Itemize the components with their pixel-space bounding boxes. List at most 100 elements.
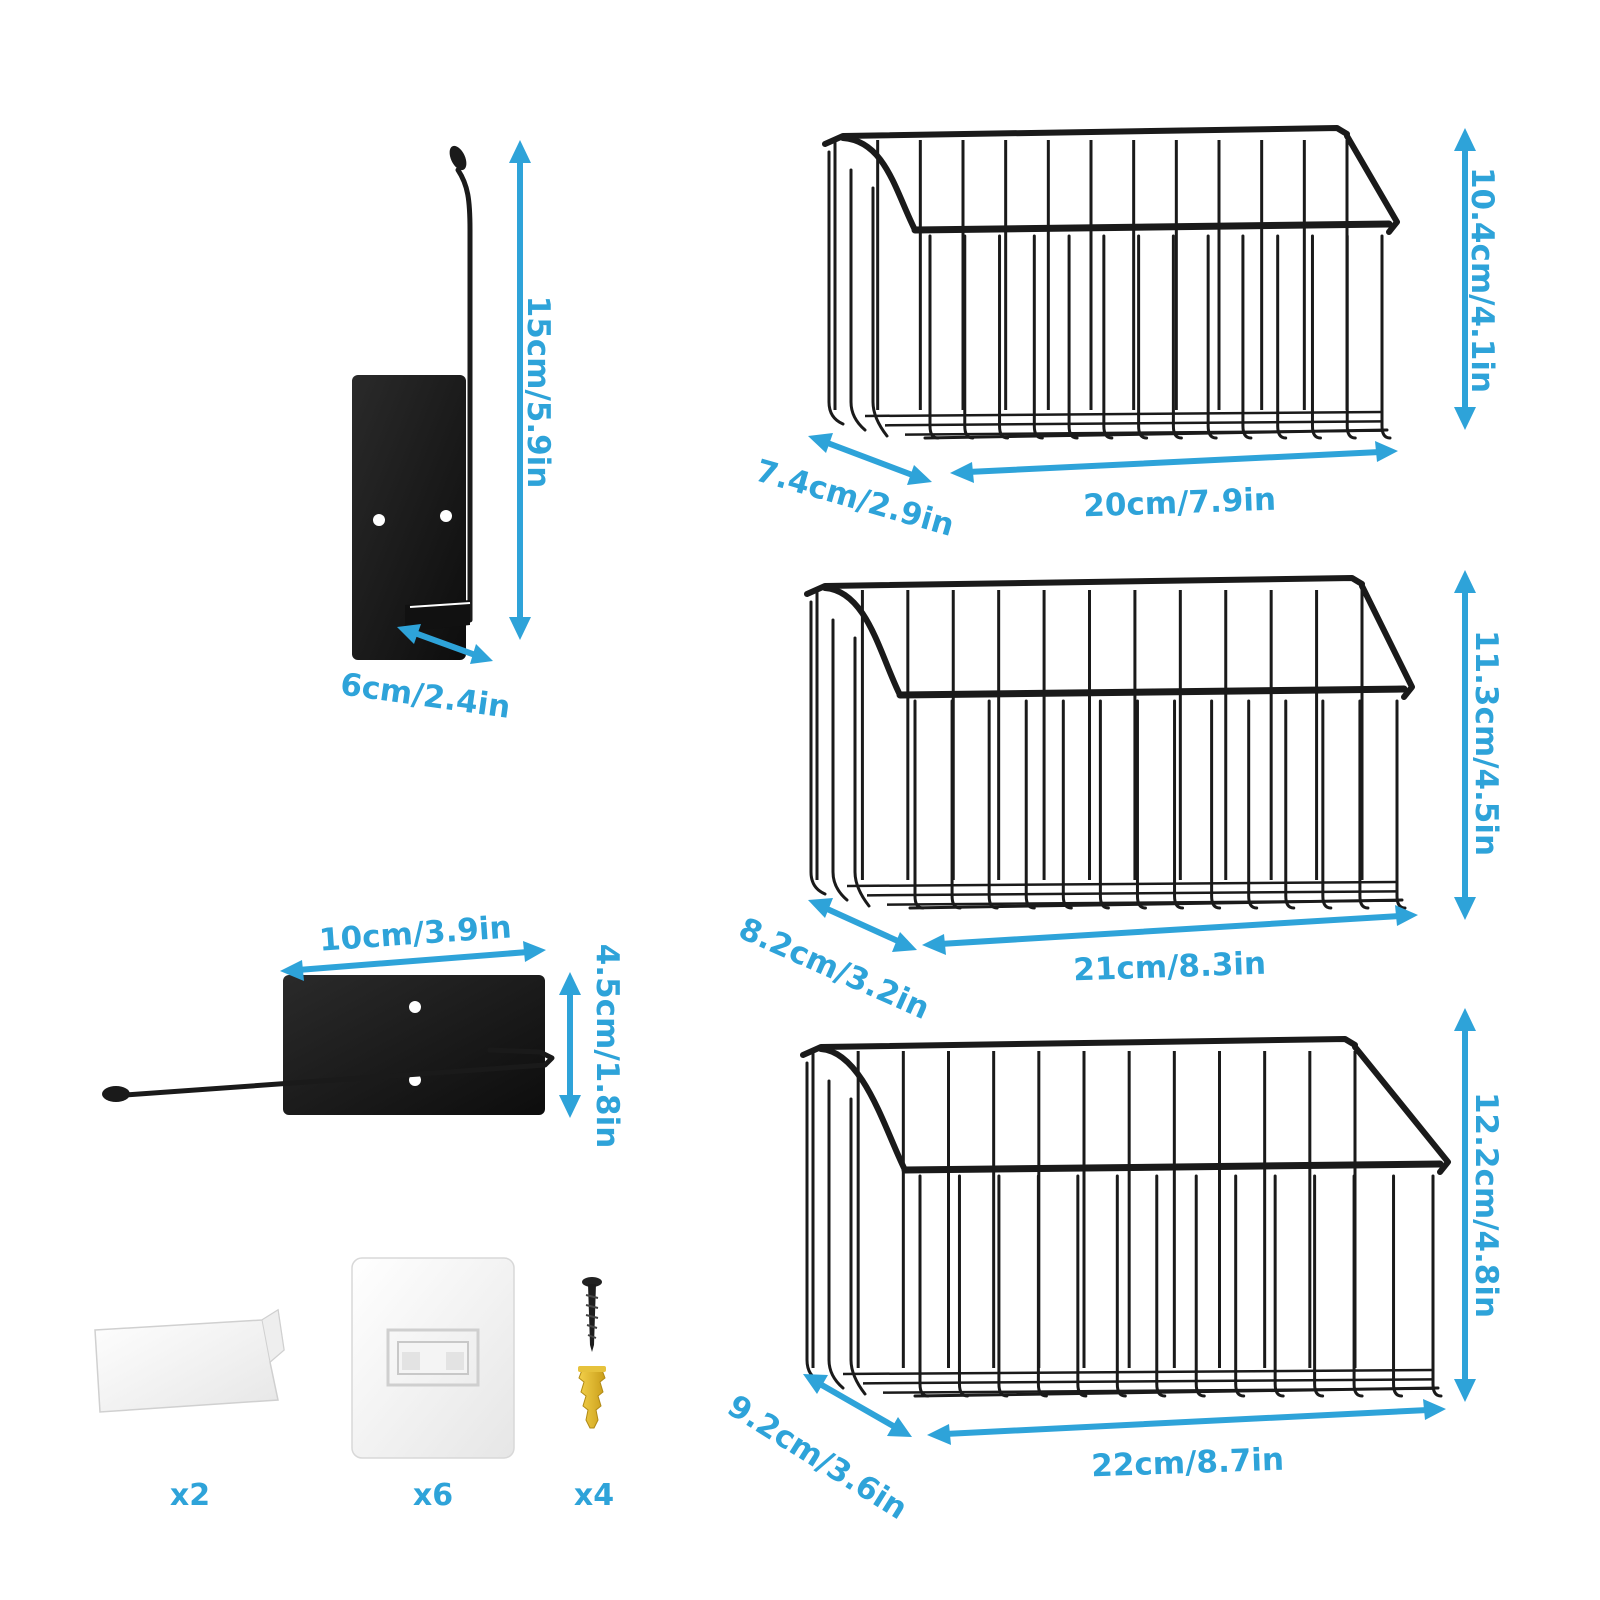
basket-1-depth-label: 7.4cm/2.9in xyxy=(751,453,958,544)
basket-front-rim xyxy=(911,220,1393,234)
basket-wire xyxy=(1210,699,1222,910)
basket-wire xyxy=(1234,1174,1246,1398)
adhesive-hook-plate-icon xyxy=(351,1257,515,1459)
hook-height-arrow xyxy=(509,140,531,640)
basket-wire xyxy=(1247,699,1259,910)
basket-side-rim xyxy=(1359,583,1415,700)
basket-wire xyxy=(1395,699,1407,910)
screw-icon xyxy=(582,1277,602,1352)
basket-2-width-arrow xyxy=(922,905,1418,955)
basket-wire xyxy=(1155,1174,1167,1398)
basket-wire xyxy=(1284,699,1296,910)
basket-side-rim xyxy=(1352,1044,1451,1175)
mount-hole xyxy=(409,1001,421,1013)
basket-side-rim xyxy=(818,1046,908,1173)
basket-wire xyxy=(827,150,845,426)
bar-tip xyxy=(102,1086,130,1102)
basket-wire xyxy=(864,410,1383,418)
basket-3-height-label: 12.2cm/4.8in xyxy=(1468,1092,1504,1318)
hook-base-bracket xyxy=(405,600,470,632)
basket-back-rim xyxy=(822,125,1350,147)
basket-1-height-label: 10.4cm/4.1in xyxy=(1464,167,1500,393)
towel-bar-product xyxy=(102,975,555,1115)
basket-3-depth-arrow xyxy=(803,1374,912,1437)
basket-wire xyxy=(842,1368,1434,1376)
basket-wire xyxy=(987,699,999,910)
basket-wire xyxy=(1310,234,1322,440)
adhesive-strip-icon xyxy=(94,1308,285,1413)
basket-front-rim xyxy=(896,685,1408,699)
wall-anchor-icon xyxy=(578,1366,606,1429)
hook-depth-label: 6cm/2.4in xyxy=(338,666,513,725)
basket-wire xyxy=(1313,1174,1325,1398)
basket-wire xyxy=(1024,699,1036,910)
basket-2-height-arrow xyxy=(1454,570,1476,920)
basket-2-depth-label: 8.2cm/3.2in xyxy=(733,911,934,1027)
basket-bottom-edge xyxy=(913,1386,1440,1398)
basket-wire xyxy=(1036,1174,1048,1398)
basket-wire xyxy=(1241,234,1253,440)
basket-wire xyxy=(950,699,962,910)
basket-bottom-edge xyxy=(908,898,1404,910)
basket-bottom-edge xyxy=(923,428,1389,440)
basket-wire xyxy=(1098,699,1110,910)
basket-wire xyxy=(866,890,1398,897)
basket-back-rim xyxy=(800,1036,1358,1058)
basket-front-rim xyxy=(901,1160,1444,1174)
basket-wire xyxy=(1380,234,1392,440)
basket-2-depth-arrow xyxy=(808,898,917,952)
basket-wire xyxy=(1273,1174,1285,1398)
basket-3-depth-label: 9.2cm/3.6in xyxy=(721,1388,914,1527)
basket-wire xyxy=(1321,699,1333,910)
hook-tip xyxy=(449,145,467,171)
bar-width-arrow xyxy=(280,941,546,981)
basket-wire xyxy=(1194,1174,1206,1398)
basket-wire xyxy=(831,618,849,902)
basket-wire xyxy=(963,234,975,440)
basket-wire xyxy=(1135,699,1147,910)
basket-wire xyxy=(1276,234,1288,440)
basket-side-rim xyxy=(1344,133,1400,235)
basket-wire xyxy=(1067,234,1079,440)
basket-side-rim xyxy=(840,135,918,233)
bar-height-label: 4.5cm/1.8in xyxy=(589,944,625,1149)
basket-wire xyxy=(884,420,1383,427)
basket-2-height-label: 11.3cm/4.5in xyxy=(1468,630,1504,856)
basket-wire xyxy=(1431,1174,1443,1398)
basket-1-height-arrow xyxy=(1454,128,1476,430)
basket-wire xyxy=(1032,234,1044,440)
basket-side-rim xyxy=(822,585,903,698)
basket-wire xyxy=(1392,1174,1404,1398)
bar-height-arrow xyxy=(559,972,581,1118)
baskets-group xyxy=(800,125,1451,1398)
basket-wire xyxy=(809,600,827,896)
basket-3-width-arrow xyxy=(927,1399,1446,1445)
basket-1-width-label: 20cm/7.9in xyxy=(1083,482,1277,525)
basket-wire xyxy=(957,1174,969,1398)
basket-wire xyxy=(1345,234,1357,440)
basket-wire xyxy=(846,880,1398,888)
basket-wire xyxy=(1115,1174,1127,1398)
basket-2 xyxy=(804,575,1415,910)
hook-height-label: 15cm/5.9in xyxy=(520,296,556,489)
basket-wire xyxy=(918,1174,930,1398)
bar-width-label: 10cm/3.9in xyxy=(318,909,513,958)
screw-quantity: x4 xyxy=(574,1478,614,1513)
basket-wire xyxy=(913,699,925,910)
basket-wire xyxy=(997,1174,1009,1398)
basket-2-width-label: 21cm/8.3in xyxy=(1073,946,1267,989)
vertical-hook-product xyxy=(352,145,473,660)
bar-rod xyxy=(122,1047,555,1098)
basket-wire xyxy=(1206,234,1218,440)
plate-quantity: x6 xyxy=(413,1478,453,1513)
hook-mount-plate xyxy=(352,375,466,660)
bar-mount-plate xyxy=(283,975,545,1115)
basket-wire xyxy=(1102,234,1114,440)
basket-wire xyxy=(928,234,940,440)
basket-wire xyxy=(827,1079,845,1390)
basket-wire xyxy=(1352,1174,1364,1398)
basket-wire xyxy=(849,168,867,432)
strip-quantity: x2 xyxy=(170,1478,210,1513)
basket-wire xyxy=(1358,699,1370,910)
